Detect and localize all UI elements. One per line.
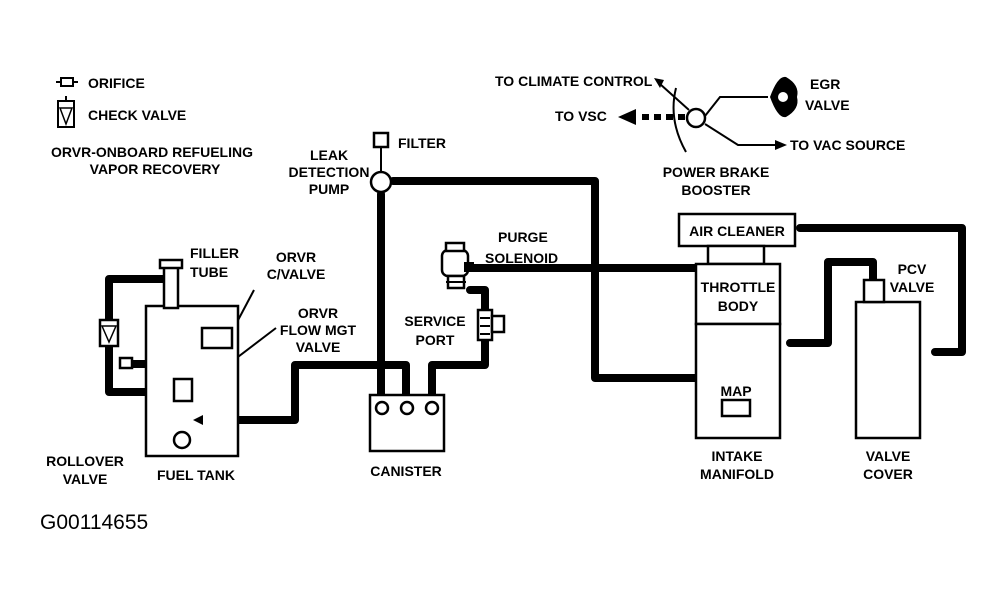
filter-label: FILTER — [398, 135, 446, 151]
rollover-valve-icon — [172, 430, 192, 450]
power-brake-booster-label-2: BOOSTER — [681, 182, 750, 198]
purge-solenoid-label-2: SOLENOID — [485, 250, 558, 266]
orvr-cvalve-label-2: C/VALVE — [267, 266, 326, 282]
rollover-valve-label-1: ROLLOVER — [46, 453, 124, 469]
service-port-label-1: SERVICE — [404, 313, 465, 329]
egr-valve-label-2: VALVE — [805, 97, 850, 113]
filter-icon — [372, 131, 390, 149]
pcv-valve-label-1: PCV — [898, 261, 927, 277]
power-brake-booster-icon — [685, 107, 707, 129]
arrow-to-vac-source-icon — [775, 140, 787, 150]
hose-purge-to-canister — [428, 286, 489, 402]
orifice-icon — [118, 356, 134, 370]
figure-id: G00114655 — [40, 511, 148, 534]
purge-solenoid-label-1: PURGE — [498, 229, 548, 245]
arrow-to-climate-icon — [654, 78, 664, 88]
leak-detection-pump-label-3: PUMP — [309, 181, 349, 197]
to-vsc-label: TO VSC — [555, 108, 607, 124]
to-vsc-arrow — [618, 109, 685, 125]
orvr-flow-mgt-valve-icon — [172, 377, 194, 403]
orvr-flow-mgt-label-3: VALVE — [296, 339, 341, 355]
arrow-to-vsc-icon — [618, 109, 636, 125]
legend-orvr-line2: VAPOR RECOVERY — [90, 161, 221, 177]
line-booster-to-egr — [704, 96, 768, 117]
hose-filler-top — [105, 275, 174, 324]
intake-manifold-label-2: MANIFOLD — [700, 466, 774, 482]
egr-valve-icon — [770, 76, 798, 118]
canister-icon — [368, 393, 446, 453]
check-valve-symbol-icon — [57, 96, 75, 128]
hose-throttle-to-pcv — [786, 258, 877, 347]
legend: ORIFICE CHECK VALVE ORVR-ONBOARD REFUELI… — [51, 75, 253, 177]
orifice-symbol-icon — [56, 77, 78, 87]
line-booster-to-vac — [704, 123, 775, 146]
intake-manifold-label-1: INTAKE — [711, 448, 762, 464]
legend-check-valve-label: CHECK VALVE — [88, 107, 186, 123]
fuel-tank-label: FUEL TANK — [157, 467, 235, 483]
map-sensor-icon — [720, 398, 752, 418]
intake-manifold-icon — [694, 322, 782, 440]
filler-tube-label-2: TUBE — [190, 264, 228, 280]
valve-cover-label-1: VALVE — [866, 448, 911, 464]
throttle-body-label-2: BODY — [718, 298, 759, 314]
orvr-cvalve-icon — [200, 326, 234, 350]
hose-pump-to-manifold — [389, 177, 699, 382]
legend-orvr-line1: ORVR-ONBOARD REFUELING — [51, 144, 253, 160]
air-cleaner-icon — [677, 212, 797, 248]
hose-aircleaner-to-valvecover — [796, 224, 966, 356]
booster-arc — [672, 87, 687, 153]
throttle-body-label-1: THROTTLE — [701, 279, 776, 295]
rollover-valve-label-2: VALVE — [63, 471, 108, 487]
service-port-icon — [476, 308, 506, 342]
filler-tube-label-1: FILLER — [190, 245, 239, 261]
air-cleaner-neck — [706, 244, 766, 266]
canister-label: CANISTER — [370, 463, 442, 479]
legend-orifice-label: ORIFICE — [88, 75, 145, 91]
valve-cover-icon — [854, 300, 922, 440]
egr-valve-label-1: EGR — [810, 76, 840, 92]
orvr-cvalve-label-1: ORVR — [276, 249, 316, 265]
power-brake-booster-label-1: POWER BRAKE — [663, 164, 770, 180]
pcv-valve-icon — [862, 278, 886, 304]
to-vac-source-label: TO VAC SOURCE — [790, 137, 905, 153]
leak-detection-pump-icon — [369, 170, 393, 194]
fuel-tank-icon — [144, 258, 240, 458]
to-climate-control-label: TO CLIMATE CONTROL — [495, 73, 653, 89]
map-label: MAP — [720, 383, 751, 399]
valve-cover-label-2: COVER — [863, 466, 913, 482]
orvr-flow-mgt-label-2: FLOW MGT — [280, 322, 357, 338]
service-port-label-2: PORT — [416, 332, 455, 348]
leak-detection-pump-label-2: DETECTION — [289, 164, 370, 180]
hose-canister-to-tank — [199, 361, 410, 424]
air-cleaner-label: AIR CLEANER — [689, 223, 785, 239]
purge-solenoid-icon — [440, 241, 474, 290]
orvr-flow-mgt-label-1: ORVR — [298, 305, 338, 321]
leak-detection-pump-label-1: LEAK — [310, 147, 348, 163]
pcv-valve-label-2: VALVE — [890, 279, 935, 295]
check-valve-icon — [98, 318, 120, 348]
